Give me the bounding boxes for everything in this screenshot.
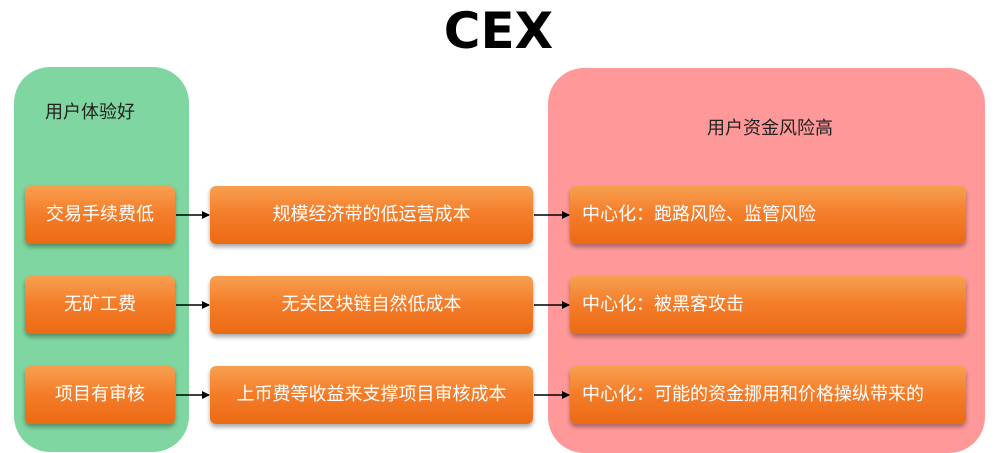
risk-box: 中心化：被黑客攻击 [570,276,966,334]
diagram-title: CEX [443,2,554,60]
advantage-box: 无矿工费 [25,276,175,334]
advantage-box: 项目有审核 [25,366,175,424]
reason-box: 上币费等收益来支撑项目审核成本 [210,366,533,424]
fund-risk-label: 用户资金风险高 [707,118,833,139]
reason-box: 无关区块链自然低成本 [210,276,533,334]
advantage-box: 交易手续费低 [25,186,175,244]
risk-box: 中心化：跑路风险、监管风险 [570,186,966,244]
reason-box: 规模经济带的低运营成本 [210,186,533,244]
risk-box: 中心化：可能的资金挪用和价格操纵带来的 [570,366,966,424]
user-experience-label: 用户体验好 [45,102,135,123]
